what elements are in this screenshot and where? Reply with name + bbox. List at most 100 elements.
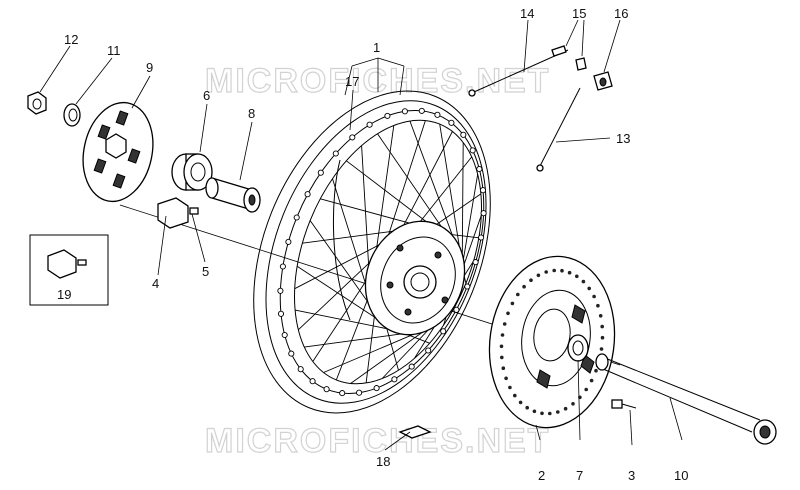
disc-hole	[513, 393, 517, 398]
spoke-nipple	[469, 147, 476, 154]
callout-5: 5	[202, 264, 209, 279]
hub-bolt-hole	[386, 281, 394, 289]
spoke-nipple	[384, 112, 391, 119]
disc-hole	[560, 268, 564, 273]
spoke	[385, 325, 399, 371]
leader-15b	[581, 19, 585, 57]
hub-bolt-hole	[396, 244, 404, 252]
disc-hole	[552, 268, 556, 273]
spoke-nipple	[440, 328, 447, 335]
spoke	[332, 178, 369, 291]
spoke	[335, 296, 370, 381]
callout-3: 3	[628, 468, 635, 483]
spoke-nipple	[464, 283, 471, 290]
tube-end-left	[205, 177, 219, 199]
spoke	[295, 309, 396, 331]
leader-11	[75, 57, 113, 105]
leader-15a	[565, 19, 579, 47]
spoke	[402, 131, 453, 228]
washer-hole	[68, 108, 78, 122]
spoke-nipple	[448, 119, 455, 126]
bearing-inner	[190, 162, 206, 182]
disc-hole	[529, 278, 533, 283]
disc-hole	[589, 378, 594, 383]
axle-head	[595, 353, 609, 371]
leader-9	[131, 75, 151, 109]
leader-18	[384, 431, 411, 451]
disc-hole	[587, 286, 591, 291]
sticker-part-18	[398, 425, 432, 439]
leader-12	[39, 45, 71, 93]
nut-hex	[27, 91, 47, 115]
spoke-nipple	[391, 376, 398, 383]
spoke-13-head	[536, 164, 544, 172]
spoke	[346, 160, 430, 225]
callout-6: 6	[203, 88, 210, 103]
bolt-head	[611, 399, 623, 409]
spoke-13-shaft	[539, 87, 581, 167]
disc-hole	[504, 376, 508, 381]
sensor-edge	[175, 197, 189, 207]
tube-bore	[248, 194, 256, 206]
callout-9: 9	[146, 60, 153, 75]
disc-hole	[508, 385, 512, 390]
inset-sensor-body	[47, 249, 77, 279]
axle-nut-hole	[759, 425, 771, 439]
callout-14: 14	[520, 6, 534, 21]
disc-hole	[501, 366, 506, 371]
washer-part-11	[63, 103, 81, 127]
spare-spoke-part-14	[468, 49, 569, 97]
disc-hole	[532, 409, 537, 414]
disc-hole	[598, 314, 603, 318]
spoke	[309, 220, 373, 309]
disc-hole	[516, 292, 520, 297]
disc-cutout	[571, 304, 586, 324]
sensor-part-4-5	[157, 197, 199, 229]
nut-hole	[32, 98, 42, 110]
spoke-nipple	[293, 214, 300, 221]
watermark-top: MICROFICHES.NET	[205, 62, 550, 100]
drive-ring-part-9	[82, 101, 154, 203]
brake-disc	[488, 255, 616, 429]
spoke	[302, 230, 398, 244]
disc-hole	[594, 368, 598, 373]
spoke	[312, 277, 369, 362]
disc-hole	[600, 335, 605, 340]
spoke-nipple	[277, 287, 284, 294]
hub-disc-mount	[380, 236, 456, 324]
leader-8	[239, 121, 253, 181]
disc-hole	[500, 333, 505, 337]
ring-slot	[112, 173, 126, 189]
spoke	[375, 125, 395, 254]
spacer-tube-part-8	[205, 177, 261, 213]
disc-hole	[540, 411, 544, 416]
spoke-14-shaft	[473, 49, 569, 93]
spoke	[434, 193, 482, 226]
hub-bore-inner	[410, 272, 430, 292]
spoke-nipple	[418, 107, 425, 114]
disc-cutout	[536, 369, 551, 389]
leader-10	[669, 397, 683, 441]
spoke	[361, 145, 370, 272]
nipple-part-16	[593, 71, 613, 91]
spoke-nipple	[317, 169, 324, 176]
spoke-nipple	[279, 263, 286, 270]
spoke-nipple	[323, 386, 330, 393]
spoke	[448, 233, 479, 239]
spoke-nipple	[478, 234, 485, 241]
spoke	[377, 133, 445, 231]
disc-hole	[556, 410, 560, 414]
spoke	[323, 327, 428, 373]
callout-19: 19	[57, 287, 71, 302]
leader-2	[535, 424, 541, 441]
disc-hole	[596, 303, 600, 308]
bolt-shank	[621, 403, 637, 409]
disc-cutout	[580, 354, 595, 374]
rim-inner	[265, 100, 487, 404]
callout-17: 17	[345, 74, 359, 89]
disc-hole	[599, 347, 604, 351]
spoke	[304, 332, 412, 348]
callout-numbers: 1 2 3 4 5 6 7 8 9 10 11 12 13 14 15 16 1…	[57, 6, 688, 483]
bearing-part-6	[171, 153, 213, 191]
